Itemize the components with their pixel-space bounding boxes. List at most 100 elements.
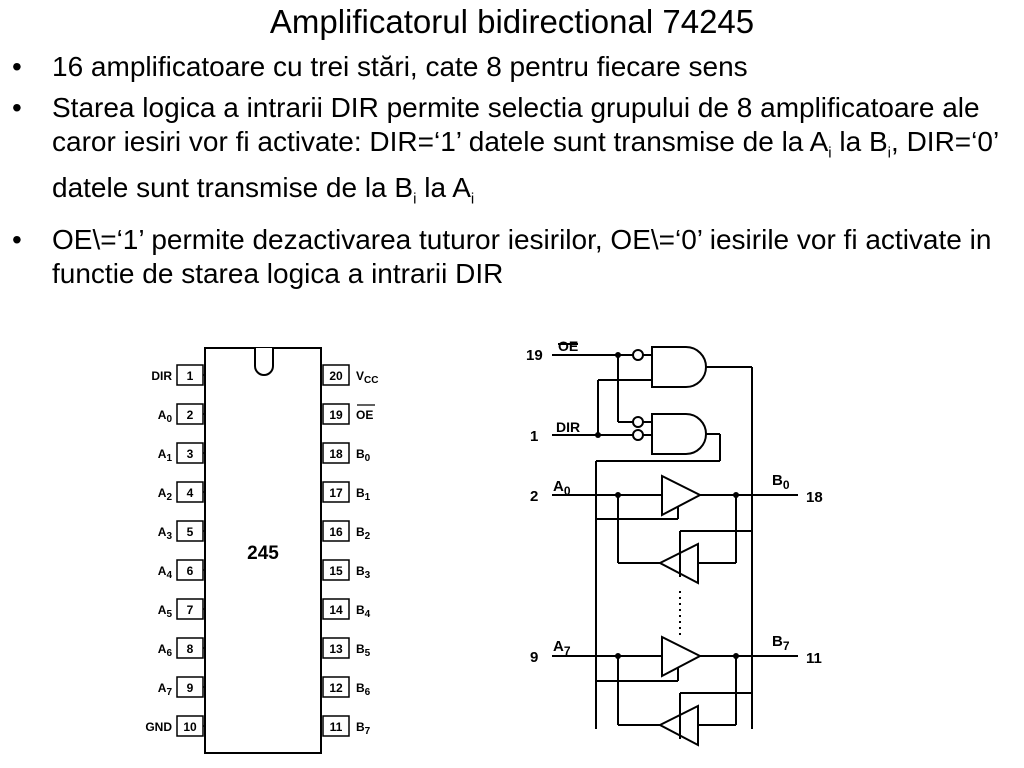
pin-number: 11 — [806, 650, 822, 667]
pin-name: B0 — [356, 447, 371, 464]
pin-number: 18 — [806, 489, 823, 506]
a7-label: A7 — [553, 638, 571, 658]
pin-name-sub: 7 — [365, 726, 371, 737]
pin-name: B6 — [356, 681, 371, 698]
pin-name-base: B — [356, 603, 365, 617]
pin-number: 1 — [530, 428, 538, 445]
junction-dots — [595, 352, 739, 659]
logic-diagram — [552, 343, 798, 747]
bullet-dot: • — [12, 92, 22, 123]
pin-name: GND — [145, 720, 172, 734]
pin-name-base: V — [356, 369, 364, 383]
oe-label: OE — [558, 338, 578, 354]
pin-number: 4 — [187, 486, 194, 500]
pin-name-base: OE — [356, 408, 373, 422]
pin-box — [322, 364, 350, 386]
pin-box — [322, 637, 350, 659]
pin-number: 20 — [329, 369, 343, 383]
pin-name: B3 — [356, 564, 371, 581]
pin-name-sub: 3 — [365, 570, 371, 581]
bullet-text-part: la A — [416, 171, 471, 203]
pin-name-base: A — [158, 642, 167, 656]
pin-number: 14 — [329, 603, 343, 617]
pin-name-sub: 6 — [166, 648, 172, 659]
pin-number: 11 — [330, 720, 343, 734]
chip-label: 245 — [247, 543, 279, 564]
pin-name-base: A — [158, 525, 167, 539]
subscript: i — [470, 190, 475, 208]
subscript: i — [413, 190, 417, 208]
pin-name-base: A — [158, 564, 167, 578]
oe-bubble — [632, 416, 644, 428]
pin-name: B5 — [356, 642, 371, 659]
pin-name-sub: 0 — [365, 453, 371, 464]
b7-label: B7 — [772, 633, 790, 653]
pin-name: OE — [356, 408, 373, 422]
bullet-text-part: , DIR=‘0’ datele sunt transmise de la B — [52, 126, 999, 203]
pin-number: 1 — [187, 369, 194, 383]
pin-box — [322, 520, 350, 542]
pin-box — [322, 715, 350, 737]
slide-title: Amplificatorul bidirectional 74245 — [269, 3, 755, 40]
bullet-text-part: la B — [831, 126, 888, 157]
pin-name: A2 — [158, 486, 173, 503]
pin-number: 19 — [526, 347, 543, 364]
pin-number: 6 — [187, 564, 194, 578]
pin-number: 8 — [187, 642, 194, 656]
pin-name-sub: 7 — [166, 687, 172, 698]
dir-label: DIR — [556, 419, 580, 435]
pin-box — [322, 403, 350, 425]
pin-name: VCC — [356, 369, 378, 386]
bullet-list: • 16 amplificatoare cu trei stări, cate 8… — [8, 50, 1018, 298]
pin-name-base: B — [356, 486, 365, 500]
chip-notch — [254, 348, 274, 376]
logic-labels: 19 OE 1 DIR 2 A0 B0 18 9 A7 B7 11 — [526, 338, 823, 667]
pin-name-base: A — [158, 603, 167, 617]
dir-bubble — [632, 429, 644, 441]
pin-name-sub: 1 — [365, 492, 371, 503]
pin-name: B7 — [356, 720, 371, 737]
pin-name: A5 — [158, 603, 173, 620]
pinout-diagram — [204, 347, 322, 754]
pin-name-sub: 6 — [365, 687, 371, 698]
b0-label: B0 — [772, 472, 790, 492]
pin-name: B4 — [356, 603, 371, 620]
pin-name-sub: 3 — [166, 531, 172, 542]
pin-number: 16 — [329, 525, 343, 539]
pin-name-base: A — [158, 408, 167, 422]
pin-name-sub: 0 — [166, 414, 172, 425]
subscript: i — [828, 144, 832, 162]
pin-number: 13 — [329, 642, 343, 656]
bullet-text: OE\=‘1’ permite dezactivarea tuturor ies… — [52, 224, 992, 290]
pin-number: 9 — [530, 649, 538, 666]
pin-number: 2 — [187, 408, 194, 422]
pin-name-sub: 5 — [365, 648, 371, 659]
pin-name-base: A — [158, 681, 167, 695]
pin-box — [322, 598, 350, 620]
pin-number: 9 — [187, 681, 194, 695]
pin-name: A4 — [158, 564, 173, 581]
pin-name-sub: 4 — [166, 570, 172, 581]
bullet-text: 16 amplificatoare cu trei stări, cate 8 … — [52, 51, 748, 82]
and-gate — [651, 346, 707, 388]
buffer-a-to-b — [661, 474, 703, 517]
pin-name: A6 — [158, 642, 173, 659]
pin-number: 19 — [329, 408, 343, 422]
pin-name-sub: 2 — [166, 492, 172, 503]
pin-number: 18 — [329, 447, 343, 461]
bullet-item: •16 amplificatoare cu trei stări, cate 8… — [8, 50, 1018, 84]
buffer-a-to-b — [661, 635, 703, 678]
pin-number: 10 — [183, 720, 197, 734]
pin-box — [322, 559, 350, 581]
pin-name: B1 — [356, 486, 371, 503]
pin-number: 5 — [187, 525, 194, 539]
pin-name-base: A — [158, 447, 167, 461]
pin-name: A1 — [158, 447, 173, 464]
bullet-item: •OE\=‘1’ permite dezactivarea tuturor ie… — [8, 223, 1018, 291]
pin-name-base: B — [356, 681, 365, 695]
pin-number: 7 — [187, 603, 194, 617]
pin-name: A7 — [158, 681, 173, 698]
